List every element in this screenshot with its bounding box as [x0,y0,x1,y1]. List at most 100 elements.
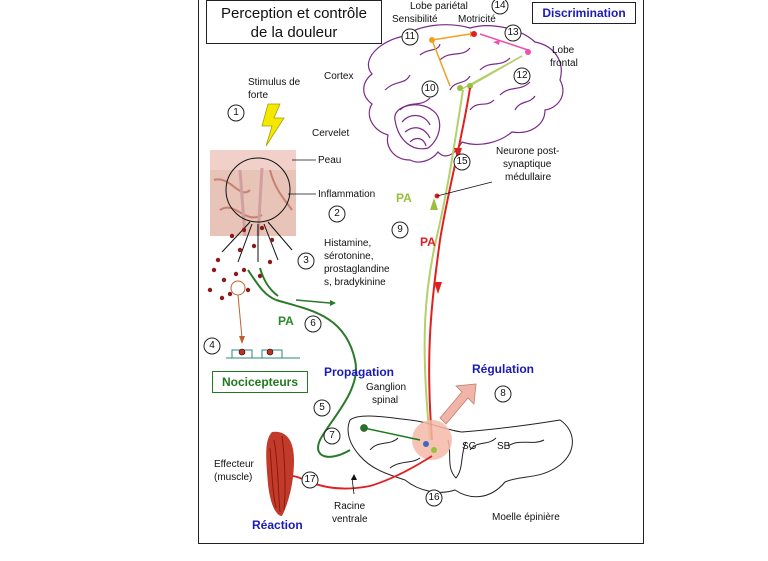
marker-2 [328,205,346,223]
marker-15-label: 15 [456,156,468,167]
marker-11-label: 11 [404,31,416,42]
label-lobe-frontal-1: Lobe [552,45,575,56]
label-stimulus-2: forte [248,90,269,101]
marker-8 [494,385,512,403]
motor-pathway [291,455,433,490]
title-box: Perception et contrôle de la douleur [206,0,382,44]
marker-10 [421,80,439,98]
label-stimulus-1: Stimulus de [248,77,301,88]
brain [363,24,564,163]
label-neurone-2: synaptique [503,159,552,170]
marker-7-label: 7 [329,430,335,441]
label-ganglion-2: spinal [372,395,399,406]
red-pathway [428,87,471,441]
nociceptors-box: Nocicepteurs [212,371,308,393]
marker-10-label: 10 [424,83,436,94]
ascending-pathways [423,87,471,441]
node-thalamus-1 [457,85,463,91]
label-cervelet: Cervelet [312,128,350,139]
marker-6 [304,315,322,333]
label-effecteur-1: Effecteur [214,459,254,470]
muscle-image [266,431,294,516]
pink-pathway [479,33,529,51]
label-mediators-3: prostaglandine [324,264,390,275]
node-frontal [525,49,531,55]
label-propagation: Propagation [324,365,395,379]
node-motricite [471,31,477,37]
label-neurone-3: médullaire [505,172,552,183]
marker-14-label: 14 [494,0,506,11]
synapse-zone [412,420,452,460]
lightning-icon [261,103,285,147]
discrimination-box: Discrimination [532,2,636,24]
skin-image [210,150,296,237]
green-fiber [247,267,357,458]
label-mediators-4: s, bradykinine [324,277,386,288]
node-thalamus-2 [467,83,473,89]
label-reaction: Réaction [252,518,303,532]
lime-pathway [423,89,464,441]
title-line-2: de la douleur [250,24,338,41]
label-mediators-2: sérotonine, [324,251,374,262]
mediator-arrows [221,221,293,263]
marker-4 [203,337,221,355]
marker-16-label: 16 [428,492,440,503]
label-cortex: Cortex [324,71,354,82]
lime-arrow-up [430,198,438,210]
marker-12 [513,67,531,85]
label-pa-lime: PA [396,191,412,205]
neuron-pointer [436,181,493,197]
nociceptor-arrow [237,294,243,339]
marker-16 [425,489,443,507]
marker-9 [391,221,409,239]
marker-1 [227,104,245,122]
mediator-dots [207,225,275,301]
marker-17-label: 17 [304,474,316,485]
racine-pointer [351,477,355,495]
marker-17 [301,471,319,489]
label-peau: Peau [318,155,342,166]
pa-green-arrow-line [295,299,331,304]
marker-8-label: 8 [500,388,506,399]
receptor-shapes [226,348,300,359]
label-racine-1: Racine [334,501,366,512]
marker-3-label: 3 [303,255,309,266]
number-markers [203,0,531,507]
label-motricite: Motricité [458,14,496,25]
marker-4-label: 4 [209,340,215,351]
node-sensibilite [429,37,435,43]
regulation-arrow [439,383,477,425]
spinal-cord [347,415,573,498]
label-neurone-1: Neurone post- [496,146,560,157]
marker-5 [313,399,331,417]
red-arrow-down-1 [454,148,462,160]
orange-pathway [431,33,471,41]
label-lobe-frontal-2: frontal [550,58,578,69]
label-moelle: Moelle épinière [492,512,560,523]
marker-7 [323,427,341,445]
marker-13-label: 13 [507,27,519,38]
marker-15 [453,153,471,171]
nociceptor-zoom [230,280,246,296]
marker-9-label: 9 [397,224,403,235]
label-ganglion-1: Ganglion [366,382,407,393]
marker-14 [491,0,509,15]
label-pa-green: PA [278,314,294,328]
marker-12-label: 12 [516,70,528,81]
marker-5-label: 5 [319,402,325,413]
label-regulation: Régulation [472,362,534,376]
marker-2-label: 2 [334,208,340,219]
label-racine-2: ventrale [332,514,368,525]
label-inflammation: Inflammation [318,189,376,200]
label-sg: SG [462,441,477,452]
label-mediators-1: Histamine, [324,238,372,249]
marker-1-label: 1 [233,107,239,118]
marker-6-label: 6 [310,318,316,329]
label-sb: SB [497,441,511,452]
title-line-1: Perception et contrôle [221,5,367,22]
red-arrow-down-2 [434,282,442,294]
label-effecteur-2: (muscle) [214,472,253,483]
label-sensibilite: Sensibilité [392,14,438,25]
